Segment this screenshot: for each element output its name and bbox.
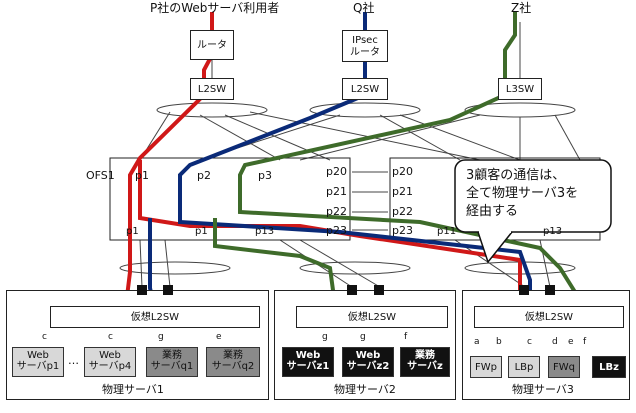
server3-port-c: c: [527, 337, 532, 347]
server3-label: 物理サーバ3: [512, 383, 574, 396]
server2-port-3: f: [404, 332, 408, 342]
lb-p: LBp: [508, 356, 540, 378]
ofs-name: OFS1: [86, 169, 115, 182]
ofs-bottom-p1a: p1: [126, 226, 139, 237]
server2-nic-2: [374, 285, 384, 295]
business-server-q2-line1: 業務: [223, 350, 243, 361]
z-company-label: Z社: [511, 1, 532, 15]
switch-q-label: L2SW: [350, 84, 380, 95]
ofs-left-p21: p21: [326, 185, 347, 198]
server3-port-b: b: [496, 337, 502, 347]
switch-p: L2SW: [190, 78, 234, 100]
ofs-port-p3: p3: [258, 169, 272, 182]
ofs-bottom-p1b: p1: [195, 226, 208, 237]
server3-port-a: a: [474, 337, 480, 347]
server1-port-1: c: [42, 332, 47, 342]
fw-p: FWp: [470, 356, 502, 378]
router-q: IPsec ルータ: [342, 30, 388, 62]
ofs-right-p23: p23: [392, 224, 413, 237]
web-server-z1-line1: Web: [295, 350, 321, 361]
business-server-q2: 業務 サーバq2: [206, 347, 260, 377]
business-server-z-line2: サーバz: [407, 361, 443, 372]
web-server-z1: Web サーバz1: [282, 347, 334, 377]
business-server-q1-line2: サーバq1: [150, 361, 194, 372]
ofs-bottom-p13a: p13: [255, 226, 275, 237]
lb-z: LBz: [592, 356, 626, 378]
web-server-p1-line2: サーバp1: [16, 361, 60, 372]
web-server-z2-line1: Web: [355, 350, 381, 361]
q-company-label: Q社: [353, 1, 375, 15]
server3-port-d: d: [552, 337, 558, 347]
ofs-port-p1: p1: [135, 169, 149, 182]
server2-vswitch-label: 仮想L2SW: [347, 312, 397, 323]
web-server-p4-line2: サーバp4: [88, 361, 132, 372]
server1-port-4: e: [216, 332, 222, 342]
ofs-port-p2: p2: [197, 169, 211, 182]
server1-port-3: g: [158, 332, 164, 342]
server1-vswitch: 仮想L2SW: [50, 306, 260, 328]
router-q-label-2: ルータ: [350, 47, 380, 58]
server1-label: 物理サーバ1: [102, 383, 164, 396]
callout-line-3: 経由する: [466, 204, 519, 219]
ofs-left-p22: p22: [326, 205, 347, 218]
ofs-bottom-p13b: p13: [543, 226, 563, 237]
ofs-bottom-p11: p11: [437, 226, 457, 237]
server1-ellipsis: …: [68, 354, 79, 367]
switch-q: L2SW: [342, 78, 388, 100]
switch-p-label: L2SW: [197, 84, 227, 95]
server1-nic-1: [137, 285, 147, 295]
server3-port-e: e: [568, 337, 574, 347]
server2-vswitch: 仮想L2SW: [296, 306, 448, 328]
server3-vswitch-label: 仮想L2SW: [524, 312, 574, 323]
fw-q: FWq: [548, 356, 580, 378]
web-server-z1-line2: サーバz1: [286, 361, 330, 372]
ofs-left-p23: p23: [326, 224, 347, 237]
switch-z-label: L3SW: [505, 84, 535, 95]
server1-nic-2: [163, 285, 173, 295]
server3-nic-1: [519, 285, 529, 295]
business-server-q2-line2: サーバq2: [211, 361, 255, 372]
server2-nic-1: [347, 285, 357, 295]
business-server-q1-line1: 業務: [162, 350, 182, 361]
web-server-z2: Web サーバz2: [342, 347, 394, 377]
business-server-z-line1: 業務: [415, 350, 435, 361]
web-server-p4-line1: Web: [99, 350, 121, 361]
server3-vswitch: 仮想L2SW: [474, 306, 624, 328]
web-server-p4: Web サーバp4: [84, 347, 136, 377]
web-server-p1: Web サーバp1: [12, 347, 64, 377]
server2-label: 物理サーバ2: [334, 383, 396, 396]
web-server-z2-line2: サーバz2: [346, 361, 390, 372]
web-server-p1-line1: Web: [27, 350, 49, 361]
ofs-left-p20: p20: [326, 165, 347, 178]
router-p: ルータ: [190, 30, 234, 60]
server1-port-2: c: [108, 332, 113, 342]
server2-port-2: g: [360, 332, 366, 342]
router-p-label: ルータ: [197, 40, 227, 51]
ofs-right-p21: p21: [392, 185, 413, 198]
server1-vswitch-label: 仮想L2SW: [130, 312, 180, 323]
p-users-label: P社のWebサーバ利用者: [150, 1, 280, 15]
callout-line-1: 3顧客の通信は、: [466, 168, 566, 183]
ofs-right-p22: p22: [392, 205, 413, 218]
server3-nic-2: [545, 285, 555, 295]
switch-z: L3SW: [498, 78, 542, 100]
callout-line-2: 全て物理サーバ3を: [466, 186, 579, 201]
router-q-label-1: IPsec: [352, 35, 378, 46]
ofs-right-p20: p20: [392, 165, 413, 178]
server3-port-f: f: [583, 337, 587, 347]
business-server-z: 業務 サーバz: [400, 347, 450, 377]
business-server-q1: 業務 サーバq1: [146, 347, 198, 377]
server2-port-1: g: [322, 332, 328, 342]
